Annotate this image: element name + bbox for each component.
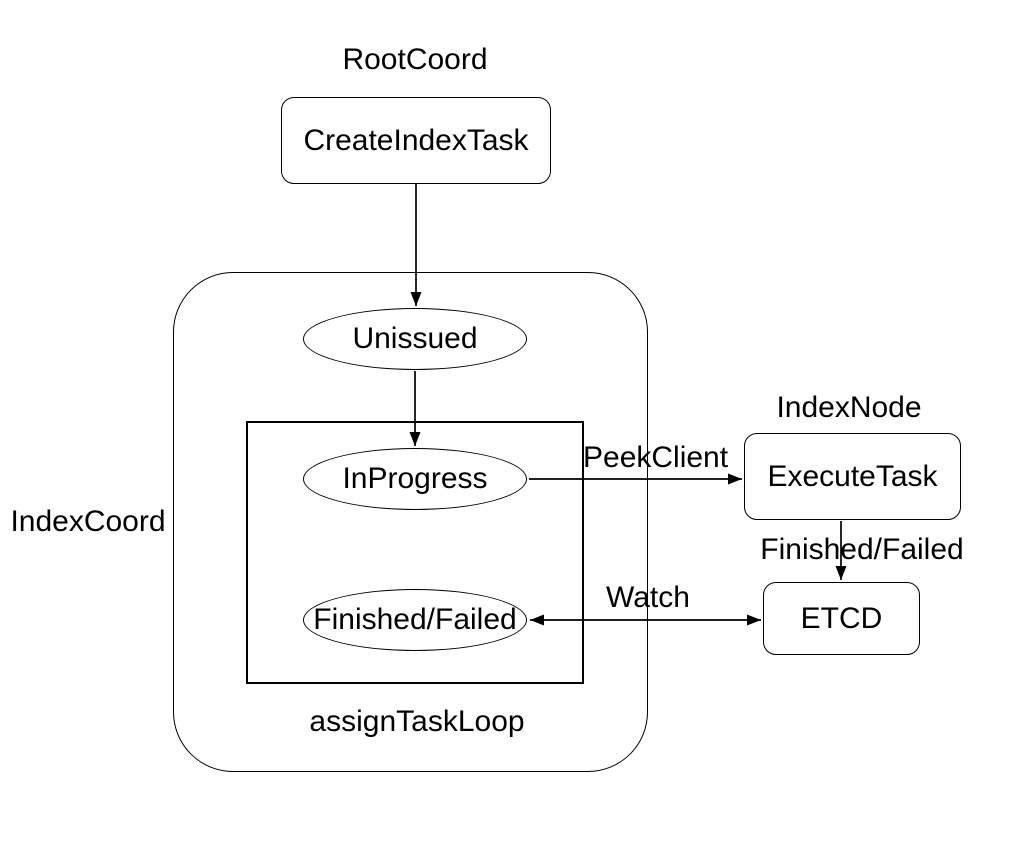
finished-failed-edge-label: Finished/Failed xyxy=(760,533,964,566)
finished-failed-state-label: Finished/Failed xyxy=(313,603,517,636)
create-index-task-node: CreateIndexTask xyxy=(281,97,551,184)
root-coord-label: RootCoord xyxy=(342,43,488,76)
assign-task-loop-label: assignTaskLoop xyxy=(309,705,525,738)
unissued-state: Unissued xyxy=(303,308,527,370)
finished-failed-state: Finished/Failed xyxy=(303,589,527,651)
index-node-label: IndexNode xyxy=(776,391,922,424)
create-index-task-label: CreateIndexTask xyxy=(303,123,529,157)
execute-task-node: ExecuteTask xyxy=(744,433,961,520)
index-coord-container xyxy=(173,272,648,772)
in-progress-label: InProgress xyxy=(342,462,488,495)
execute-task-label: ExecuteTask xyxy=(767,459,938,493)
etcd-node: ETCD xyxy=(763,582,920,655)
in-progress-state: InProgress xyxy=(303,448,527,510)
index-coord-label: IndexCoord xyxy=(10,505,166,538)
peek-client-edge-label: PeekClient xyxy=(583,441,729,474)
unissued-label: Unissued xyxy=(352,322,478,355)
etcd-label: ETCD xyxy=(800,601,883,635)
watch-edge-label: Watch xyxy=(606,581,690,614)
